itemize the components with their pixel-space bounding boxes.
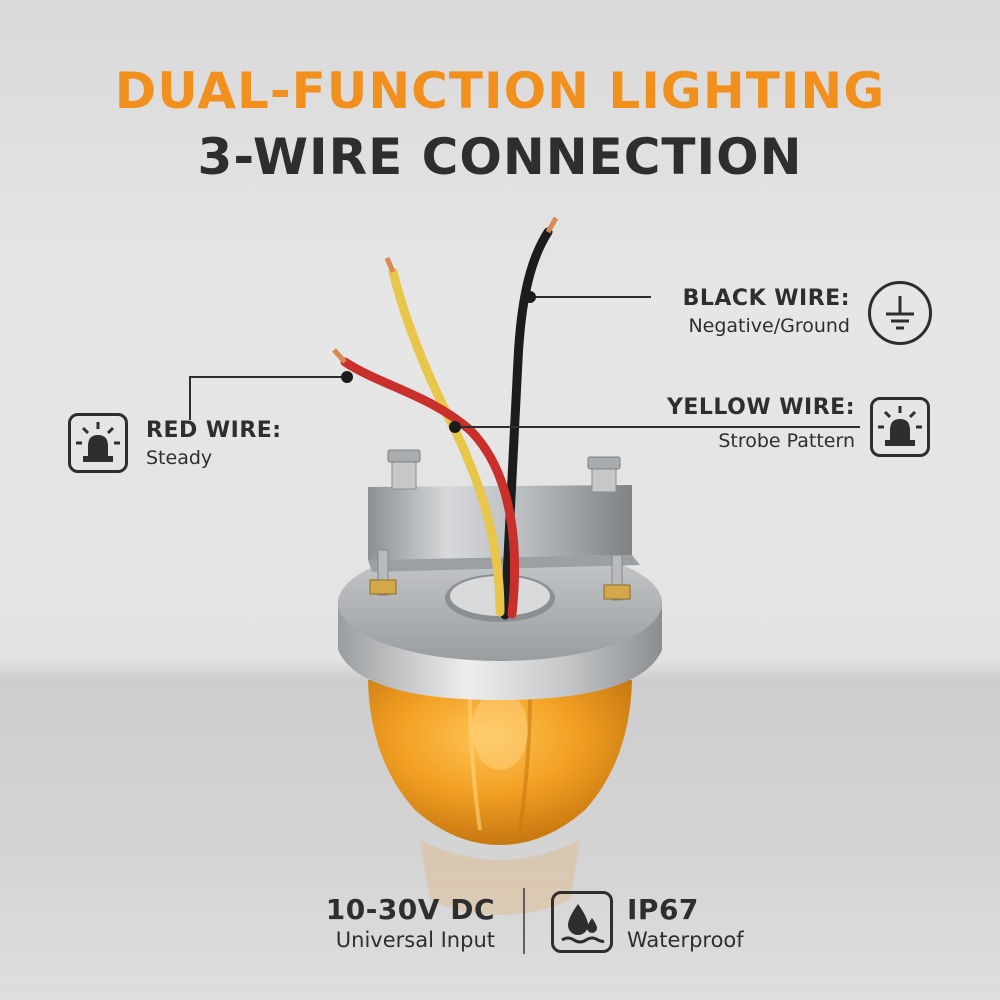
water-drop-icon — [551, 891, 613, 953]
ground-icon — [868, 281, 932, 345]
red-wire — [340, 357, 520, 619]
red-wire-desc: Steady — [146, 447, 213, 469]
black-wire-callout: BLACK WIRE: Negative/Ground — [560, 286, 850, 337]
steady-beacon-icon — [68, 413, 128, 473]
yellow-wire-title: YELLOW WIRE: — [666, 395, 855, 420]
spec-divider — [523, 888, 525, 954]
voltage-title: 10-30V DC — [325, 893, 495, 926]
black-wire-title: BLACK WIRE: — [682, 286, 850, 311]
headline-secondary: 3-WIRE CONNECTION — [197, 128, 803, 186]
ip-rating-spec: IP67 Waterproof — [627, 893, 827, 952]
red-wire-title: RED WIRE: — [146, 418, 282, 443]
yellow-wire-callout: YELLOW WIRE: Strobe Pattern — [560, 395, 855, 452]
voltage-spec: 10-30V DC Universal Input — [270, 893, 495, 952]
lens-reflection — [420, 840, 580, 915]
amber-lens — [368, 680, 632, 845]
voltage-desc: Universal Input — [335, 928, 495, 952]
headline-primary: DUAL-FUNCTION LIGHTING — [114, 62, 886, 120]
red-wire-callout: RED WIRE: Steady — [146, 418, 346, 469]
mounting-bracket — [368, 485, 632, 560]
ip-rating-title: IP67 — [627, 893, 699, 926]
yellow-wire-desc: Strobe Pattern — [718, 430, 855, 452]
ip-rating-desc: Waterproof — [627, 928, 744, 952]
black-wire-desc: Negative/Ground — [688, 315, 850, 337]
strobe-beacon-icon — [870, 397, 930, 457]
